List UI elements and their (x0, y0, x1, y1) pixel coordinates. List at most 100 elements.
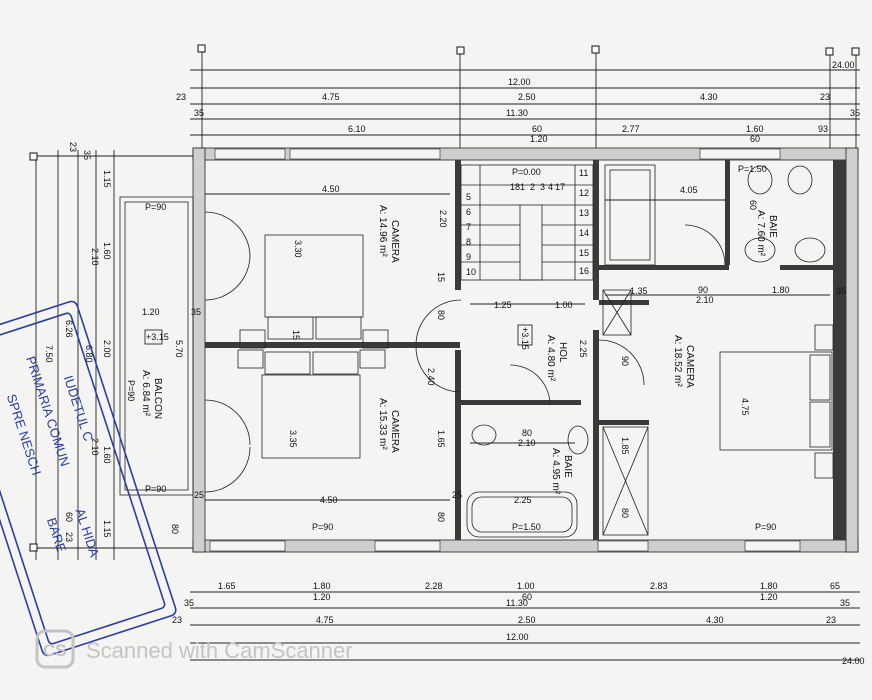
dim-interior: 1.85 (620, 437, 630, 455)
door-swing (204, 254, 251, 301)
camscanner-logo-text: CS (43, 641, 67, 660)
dim-top-r5: 1.60 (746, 124, 764, 134)
dim-top-r3: 23 (820, 92, 830, 102)
dim-interior: 4.50 (320, 495, 338, 505)
parapet-label: P=90 (126, 380, 136, 401)
dim-left-inner: 2.10 (90, 438, 100, 456)
wall-bath2-south-b (780, 265, 846, 270)
parapet-label: P=1.50 (738, 164, 767, 174)
furniture (237, 164, 834, 538)
bed (719, 351, 833, 451)
level-marker: +3.15 (146, 332, 169, 342)
dim-top-r5: 2.77 (622, 124, 640, 134)
stamp-frame (0, 300, 177, 657)
room-area: A: 18.52 m² (672, 335, 683, 387)
stair-step-number: 3 (540, 182, 545, 192)
dim-top-r5: 6.10 (348, 124, 366, 134)
dim-bottom-r1: 60 (522, 592, 532, 602)
dim-interior: 4.50 (322, 184, 340, 194)
stair-step-number: 17 (555, 182, 565, 192)
room-name: BAIE (767, 215, 778, 238)
dim-interior: 1.65 (436, 430, 446, 448)
sink (794, 237, 826, 263)
stair-step-number: 10 (466, 267, 476, 277)
room-area: A: 14.96 m² (377, 205, 388, 257)
door-swing (204, 399, 251, 446)
grid-axis-marker (825, 47, 834, 56)
dim-interior: 15 (436, 272, 446, 282)
door-swing (415, 346, 462, 393)
wardrobe (602, 426, 649, 536)
dim-interior: 35 (191, 307, 201, 317)
door-swing (598, 339, 645, 386)
dim-left-inner: 35 (82, 150, 92, 160)
stair-step-number: 15 (579, 248, 589, 258)
dim-left-inner: 5.70 (174, 340, 184, 358)
dim-interior: 3.35 (288, 430, 298, 448)
room-name: CAMERA (684, 345, 695, 388)
dim-left-outer: 6.26 (64, 320, 74, 338)
stair-step-number: 4 (548, 182, 553, 192)
wall-hall-west (455, 350, 461, 540)
bathtub (466, 491, 578, 538)
dim-interior: 2.25 (514, 495, 532, 505)
stair-level-marker: P=0.00 (512, 167, 541, 177)
wall-bath2-west (725, 160, 730, 265)
dim-interior: 2.10 (518, 438, 536, 448)
dim-bottom-r1: 1.20 (760, 592, 778, 602)
room-name: CAMERA (389, 410, 400, 453)
dim-left-outer: 23 (68, 142, 78, 152)
dim-left-inner: 2.10 (90, 248, 100, 266)
wall-hall-east (593, 330, 599, 540)
stair-step-number: 11 (579, 168, 588, 178)
stair-step-number: 13 (579, 208, 589, 218)
dim-top-r4: 11.30 (506, 108, 528, 118)
stamp-text: AL HIDA (72, 506, 102, 559)
door-swing (204, 211, 251, 258)
room-area: A: 7.60 m² (755, 210, 766, 257)
stair-step-number: 7 (466, 222, 471, 232)
dim-bottom-r1: 2.83 (650, 581, 668, 591)
dim-interior: 1.35 (630, 286, 648, 296)
dim-interior: 80 (522, 428, 532, 438)
dim-interior: 3.30 (293, 240, 303, 258)
dim-top-r4: 35 (850, 108, 860, 118)
staircase: P=0.00 11 12 13 14 15 16 18 1 2 3 4 5 6 … (460, 164, 594, 281)
dim-interior: 1.25 (494, 300, 512, 310)
building-walls (192, 147, 859, 553)
dim-interior: 25 (452, 490, 462, 500)
dim-bottom-r1: 1.20 (313, 592, 331, 602)
parapet-label: P=90 (145, 484, 166, 494)
door-swing (509, 364, 551, 406)
dim-interior: 90 (620, 356, 630, 366)
dim-bottom-r1: 2.28 (425, 581, 443, 591)
camscanner-text: Scanned with CamScanner (86, 638, 353, 663)
dim-left-outer: 7.50 (44, 345, 54, 363)
dim-bottom-r4: 12.00 (506, 632, 529, 642)
toilet (787, 165, 813, 195)
room-area: A: 4.80 m² (545, 335, 556, 382)
dim-bottom-r2: 11.30 (506, 598, 528, 608)
wall-bath-north (461, 400, 581, 405)
dim-bottom-r5: 24.00 (842, 656, 865, 666)
dim-bottom-r1: 65 (830, 581, 840, 591)
dim-interior: 2.40 (426, 368, 436, 386)
parapet-label: P=90 (145, 202, 166, 212)
wall-east-inner (833, 160, 846, 540)
dim-top-r3: 4.30 (700, 92, 718, 102)
dim-interior: 2.10 (696, 295, 714, 305)
wall-stair-west (455, 160, 461, 290)
dim-interior: 90 (698, 285, 708, 295)
dim-top-r4: 35 (194, 108, 204, 118)
dim-bottom-r3: 4.30 (706, 615, 724, 625)
dim-left-outer: 60 (64, 512, 74, 522)
stair-step-number: 12 (579, 188, 589, 198)
stair-step-number: 1 (520, 182, 525, 192)
room-labels: CAMERA A: 14.96 m² CAMERA A: 15.33 m² BA… (140, 205, 778, 495)
dim-left-inner: 80 (170, 524, 180, 534)
room-name: BALCON (152, 378, 163, 419)
door-swing (204, 446, 251, 493)
toilet (471, 424, 497, 446)
dim-top-r3: 2.50 (518, 92, 536, 102)
